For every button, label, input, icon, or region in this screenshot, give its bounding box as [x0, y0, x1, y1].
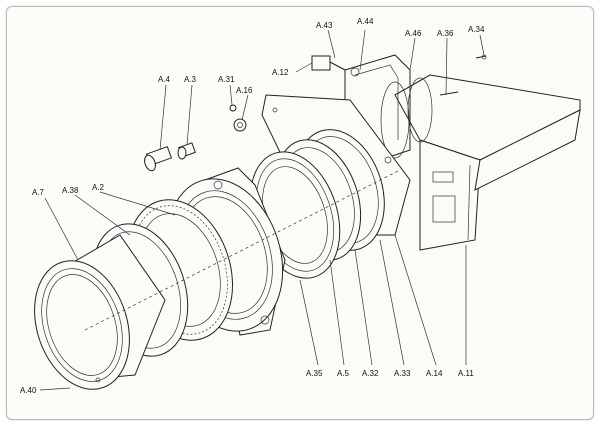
screws — [144, 104, 247, 172]
label-A.5: A.5 — [337, 369, 350, 378]
part-labels: A.43 A.44 A.46 A.36 A.34 A.12 A.4 A.3 A.… — [20, 17, 485, 395]
label-A.11: A.11 — [458, 369, 474, 378]
label-A.4: A.4 — [158, 75, 171, 84]
label-A.38: A.38 — [62, 186, 79, 195]
leader-lines — [39, 29, 485, 391]
label-A.12: A.12 — [272, 68, 289, 77]
label-A.7: A.7 — [32, 188, 45, 197]
label-A.36: A.36 — [437, 29, 454, 38]
lens-housing — [311, 54, 581, 251]
label-A.44: A.44 — [357, 17, 374, 26]
label-A.2: A.2 — [92, 183, 105, 192]
optical-axis — [84, 169, 401, 331]
label-A.46: A.46 — [405, 29, 422, 38]
label-A.43: A.43 — [316, 21, 333, 30]
label-A.16: A.16 — [236, 86, 253, 95]
label-A.35: A.35 — [306, 369, 323, 378]
label-A.32: A.32 — [362, 369, 379, 378]
front-barrel — [34, 234, 166, 390]
label-A.14: A.14 — [426, 369, 443, 378]
label-A.33: A.33 — [394, 369, 411, 378]
label-A.31: A.31 — [218, 75, 235, 84]
label-A.34: A.34 — [468, 25, 485, 34]
label-A.3: A.3 — [184, 75, 197, 84]
label-A.40: A.40 — [20, 386, 37, 395]
